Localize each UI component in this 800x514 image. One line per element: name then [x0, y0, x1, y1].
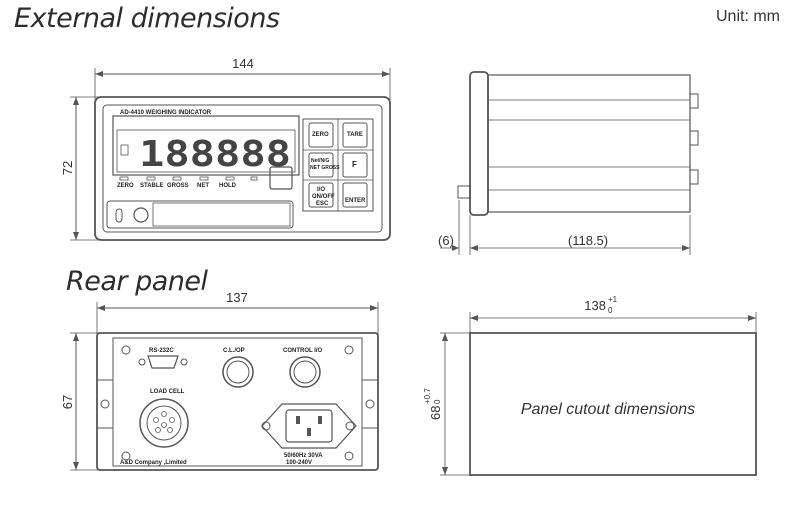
netgross-key-label-top: Net/N/G: [311, 158, 329, 164]
cutout-view: [440, 312, 757, 476]
rs232c-label: RS-232C: [149, 348, 174, 354]
load-cell-label: LOAD CELL: [150, 389, 185, 395]
cutout-width-lower-tolerance: 0: [608, 306, 613, 315]
cutout-width-label: 138: [584, 298, 606, 313]
display-digits: 188888: [139, 134, 291, 175]
cutout-height-lower-tolerance: 0: [433, 399, 442, 404]
front-width-label: 144: [232, 56, 254, 71]
front-height-label: 72: [60, 161, 75, 175]
side-view: [440, 71, 699, 255]
rear-panel-heading: Rear panel: [66, 266, 208, 297]
cutout-height-upper-tolerance: +0.7: [423, 388, 432, 404]
f-key-label: F: [352, 160, 357, 169]
annunciator-gross: GROSS: [167, 183, 189, 189]
power-rating-label: 50/60Hz 30VA: [284, 453, 323, 459]
annunciator-stable: STABLE: [140, 183, 164, 189]
cutout-height-label: 68: [428, 406, 443, 420]
zero-key-label: ZERO: [312, 132, 329, 138]
front-view: [70, 68, 391, 241]
annunciator-zero: ZERO: [117, 183, 134, 189]
clop-label: C.L./OP: [223, 348, 245, 354]
annunciator-net: NET: [197, 183, 209, 189]
external-dimensions-heading: External dimensions: [14, 3, 280, 34]
control-io-label: CONTROL I/O: [283, 348, 323, 354]
body-depth-label: (118.5): [568, 233, 608, 248]
io-key-label-mid: ON/OFF: [312, 194, 335, 200]
bezel-depth-label: (6): [438, 233, 454, 248]
annunciator-hold: HOLD: [219, 183, 237, 189]
rear-width-label: 137: [226, 290, 248, 305]
io-key-label-top: I/O: [317, 187, 325, 193]
rear-height-label: 67: [60, 395, 75, 409]
cutout-width-upper-tolerance: +1: [608, 295, 618, 304]
cutout-label: Panel cutout dimensions: [521, 401, 695, 418]
tare-key-label: TARE: [347, 132, 363, 138]
rear-view: [70, 302, 379, 471]
netgross-key-label-bottom: NET GROSS: [310, 165, 340, 171]
enter-key-label: ENTER: [345, 198, 366, 204]
io-key-label-bottom: ESC: [316, 201, 329, 207]
company-label: A&D Company ,Limited: [120, 460, 187, 466]
voltage-label: 100-240V: [286, 460, 312, 466]
unit-label: Unit: mm: [716, 8, 780, 25]
model-label: AD-4410 WEIGHING INDICATOR: [120, 110, 212, 116]
